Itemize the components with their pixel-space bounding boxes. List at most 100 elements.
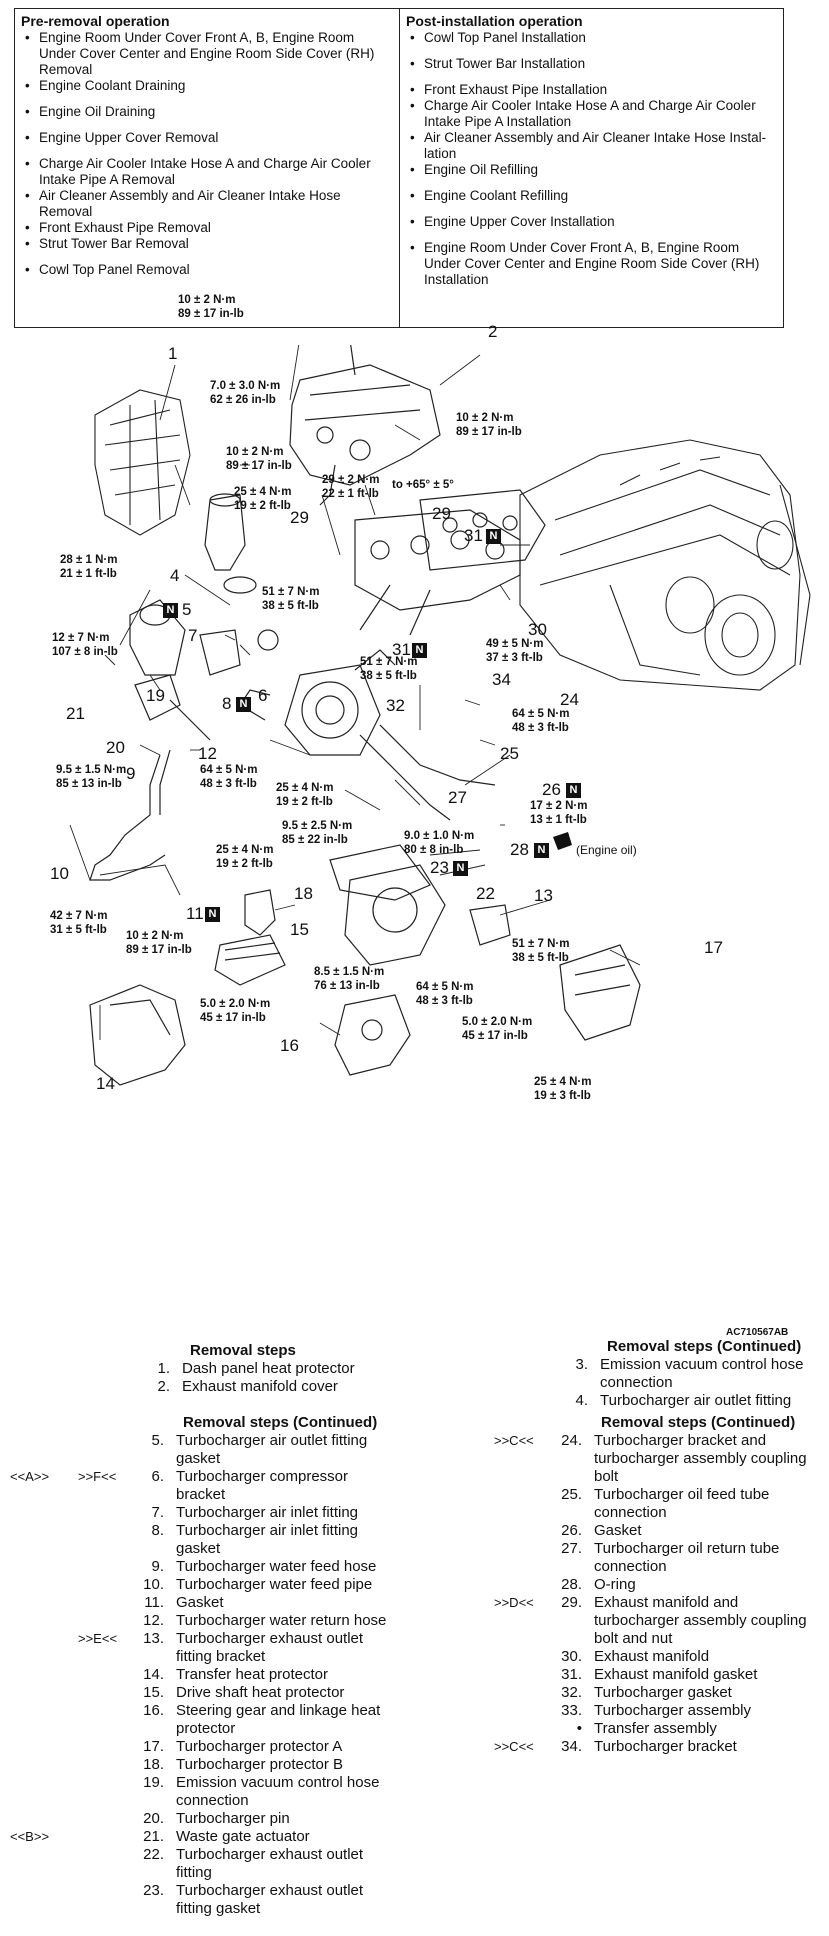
callout-1: 1: [168, 344, 178, 363]
new-part-badge: N: [236, 697, 251, 712]
torque-label: 64 ± 5 N·m 48 ± 3 ft-lb: [512, 708, 570, 734]
operation-item: Engine Coolant Refilling: [406, 188, 777, 204]
torque-label: 29 ± 2 N·m 22 ± 1 ft-lb: [322, 474, 380, 500]
step-number: 17.: [143, 1738, 164, 1755]
step-number: 7.: [151, 1504, 164, 1521]
step-number: 5.: [151, 1432, 164, 1449]
callout-12: 12: [198, 744, 217, 763]
step-number: 31.: [561, 1666, 582, 1683]
step-text: Turbocharger water feed hose: [176, 1558, 377, 1575]
step-number: •: [576, 1720, 582, 1737]
step-text: Turbocharger gasket: [594, 1684, 732, 1701]
removal-step: 10.Turbocharger water feed pipe: [142, 1576, 402, 1594]
procedure-marker: >>D<<: [494, 1595, 534, 1610]
step-number: 16.: [143, 1702, 164, 1719]
removal-steps-continued-heading: Removal steps (Continued): [183, 1414, 378, 1431]
engine-oil-label: (Engine oil): [576, 843, 637, 857]
torque-label: 12 ± 7 N·m 107 ± 8 in-lb: [52, 632, 118, 658]
callout-27: 27: [448, 788, 467, 807]
removal-step: 5.Turbocharger air outlet fitting gasket: [142, 1432, 402, 1468]
operation-item: Engine Oil Refilling: [406, 162, 777, 178]
operation-item: Charge Air Cooler Intake Hose A and Char…: [406, 98, 777, 130]
step-text: Emission vacuum control hose connection: [600, 1356, 804, 1391]
post-installation-column: Post-installation operation Cowl Top Pan…: [399, 9, 783, 327]
procedure-marker: >>E<<: [78, 1631, 118, 1646]
removal-step: 12.Turbocharger water return hose: [142, 1612, 402, 1630]
removal-step: 15.Drive shaft heat protector: [142, 1684, 402, 1702]
removal-step: 27.Turbocharger oil return tube connecti…: [560, 1540, 820, 1576]
operation-item: Engine Oil Draining: [21, 104, 393, 120]
pre-removal-list: Engine Room Under Cover Front A, B, Engi…: [21, 30, 393, 278]
new-part-badge: N: [566, 783, 581, 798]
operation-item: Charge Air Cooler Intake Hose A and Char…: [21, 156, 393, 188]
callout-33: 32: [386, 696, 405, 715]
step-number: 29.: [561, 1594, 582, 1611]
removal-step: 22.Turbocharger exhaust outlet fitting: [142, 1846, 402, 1882]
operation-item: Air Cleaner Assembly and Air Cleaner Int…: [21, 188, 393, 220]
operation-item: Front Exhaust Pipe Installation: [406, 82, 777, 98]
removal-step: 26.Gasket: [560, 1522, 820, 1540]
operation-item: Engine Upper Cover Installation: [406, 214, 777, 230]
step-text: Exhaust manifold cover: [182, 1378, 338, 1395]
callout-18: 18: [294, 884, 313, 903]
operation-item: Strut Tower Bar Installation: [406, 56, 777, 72]
torque-label: 51 ± 7 N·m 38 ± 5 ft-lb: [512, 938, 570, 964]
step-number: 19.: [143, 1774, 164, 1791]
step-number: 1.: [157, 1360, 170, 1377]
transfer-heat-protector: [89, 984, 186, 1086]
air-outlet-fitting: [204, 493, 257, 594]
removal-steps-heading: Removal steps: [190, 1342, 296, 1359]
torque-label: 17 ± 2 N·m 13 ± 1 ft-lb: [530, 800, 588, 826]
step-number: 4.: [575, 1392, 588, 1409]
callout-2: 2: [488, 322, 498, 341]
step-text: Turbocharger air inlet fitting: [176, 1504, 359, 1521]
pre-removal-title: Pre-removal operation: [21, 13, 170, 29]
step-number: 28.: [561, 1576, 582, 1593]
oil-tubes: [359, 724, 496, 821]
callout-5: 5: [182, 600, 192, 619]
torque-label: 25 ± 4 N·m 19 ± 3 ft-lb: [534, 1076, 592, 1102]
step-text: Turbocharger water return hose: [176, 1612, 387, 1629]
step-text: Turbocharger exhaust outlet fitting brac…: [176, 1630, 364, 1665]
turbocharger-protector-b: [244, 889, 276, 936]
torque-label: 49 ± 5 N·m 37 ± 3 ft-lb: [486, 638, 544, 664]
callout-15: 15: [290, 920, 309, 939]
operation-item: Engine Coolant Draining: [21, 78, 393, 94]
pre-removal-column: Pre-removal operation Engine Room Under …: [15, 9, 399, 327]
step-text: Turbocharger water feed pipe: [176, 1576, 373, 1593]
step-number: 33.: [561, 1702, 582, 1719]
step-text: Drive shaft heat protector: [176, 1684, 345, 1701]
callout-25: 25: [500, 744, 519, 763]
torque-label: 25 ± 4 N·m 19 ± 2 ft-lb: [234, 486, 292, 512]
removal-step: 34.Turbocharger bracket: [560, 1738, 820, 1756]
torque-label: 28 ± 1 N·m 21 ± 1 ft-lb: [60, 554, 118, 580]
callout-26: 26: [542, 780, 561, 799]
step-text: Turbocharger pin: [176, 1810, 290, 1827]
torque-label: 7.0 ± 3.0 N·m 62 ± 26 in-lb: [210, 380, 281, 406]
torque-label: 10 ± 2 N·m 89 ± 17 in-lb: [456, 412, 522, 438]
step-number: 11.: [144, 1594, 164, 1611]
new-part-badge: N: [412, 643, 427, 658]
step-text: Steering gear and linkage heat protector: [176, 1702, 381, 1737]
removal-step: 2.Exhaust manifold cover: [148, 1378, 408, 1396]
operation-item: Cowl Top Panel Installation: [406, 30, 777, 46]
water-feed-pipe: [89, 749, 171, 881]
steering-gear-heat-protector: [334, 994, 411, 1076]
removal-steps-continued-heading-3: Removal steps (Continued): [601, 1414, 796, 1431]
new-part-badge: N: [453, 861, 468, 876]
callout-16: 16: [280, 1036, 299, 1055]
callout-13: 13: [534, 886, 553, 905]
procedure-marker: <<A>>: [10, 1469, 50, 1484]
step-text: Dash panel heat protector: [182, 1360, 355, 1377]
removal-step: 33.Turbocharger assembly: [560, 1702, 820, 1720]
removal-step: 8.Turbocharger air inlet fitting gasket: [142, 1522, 402, 1558]
operation-item: Air Cleaner Assembly and Air Cleaner Int…: [406, 130, 777, 162]
step-text: Gasket: [176, 1594, 224, 1611]
torque-label: 9.5 ± 1.5 N·m 85 ± 13 in-lb: [56, 764, 127, 790]
drive-shaft-heat-protector: [214, 934, 286, 986]
step-text: Exhaust manifold: [594, 1648, 710, 1665]
torque-label: 9.0 ± 1.0 N·m 80 ± 8 in-lb: [404, 830, 475, 856]
step-text: Turbocharger exhaust outlet fitting: [176, 1846, 364, 1881]
step-number: 20.: [143, 1810, 164, 1827]
callout-23: 23: [430, 858, 449, 877]
